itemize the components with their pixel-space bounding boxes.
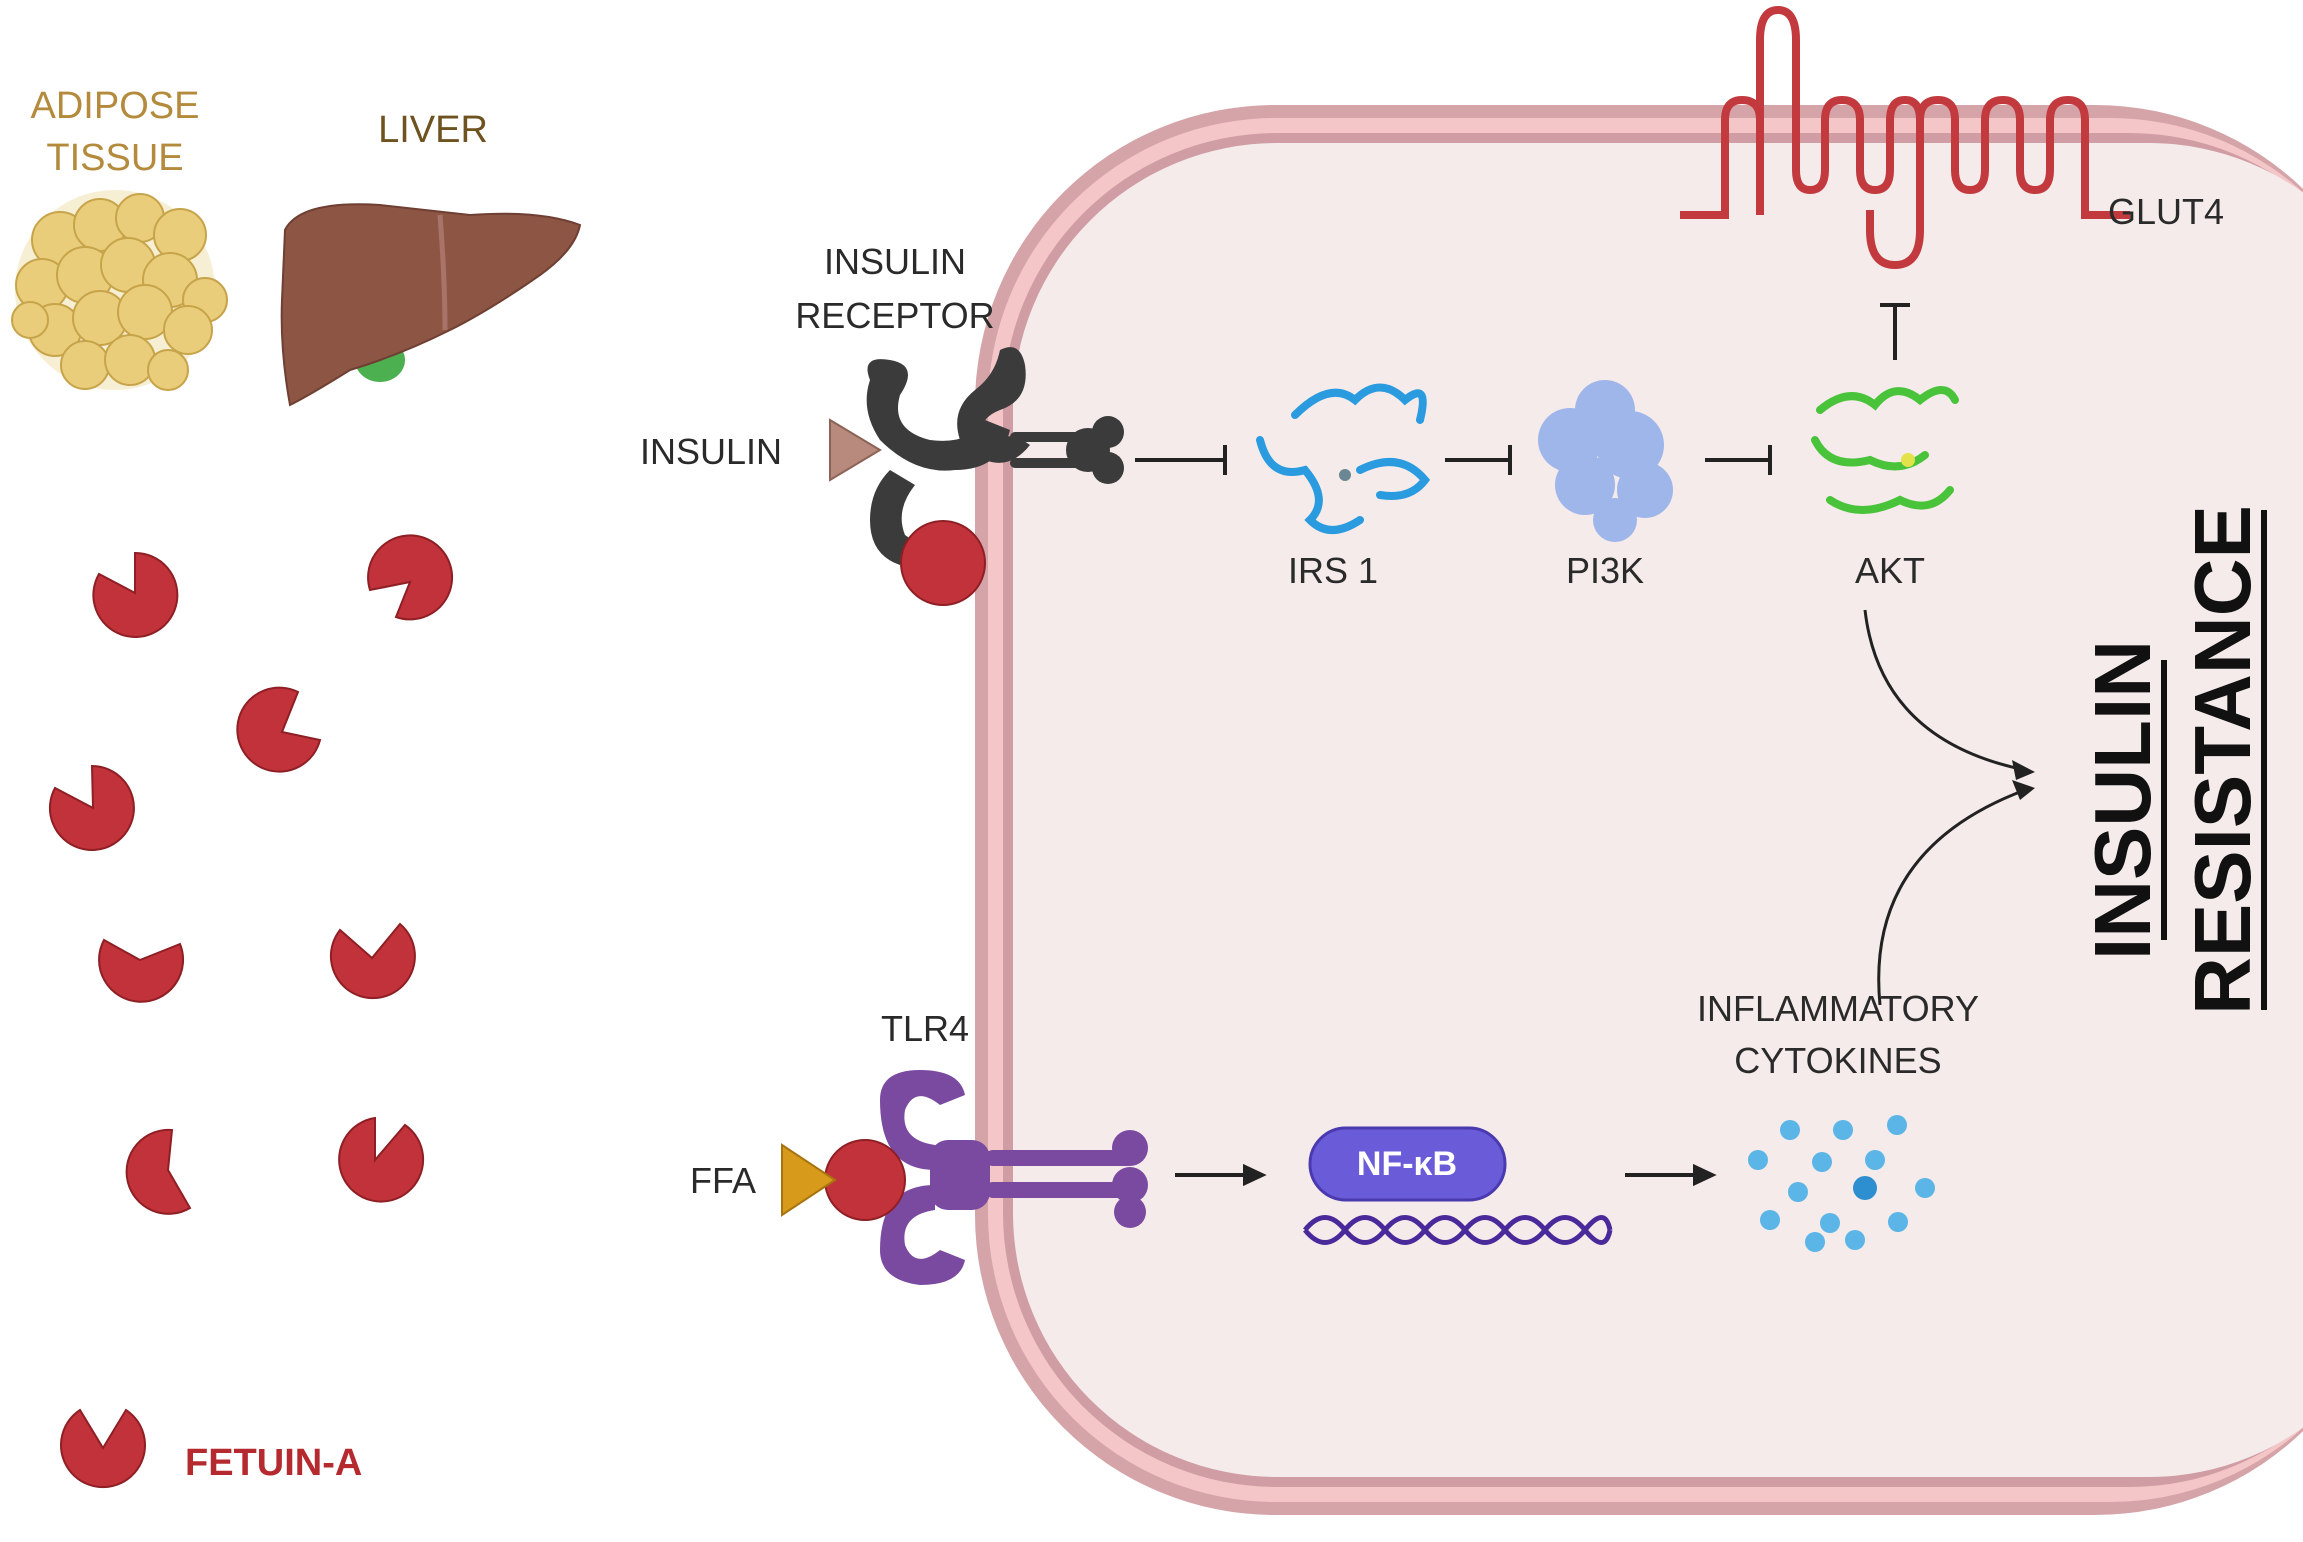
activation-arrows-bottom [1175, 1163, 1717, 1187]
fetuin-a-molecule [338, 1116, 425, 1203]
nfkb-box [1308, 1126, 1507, 1202]
fetuin-a-molecule [48, 764, 135, 851]
tlr4-label: TLR4 [881, 1008, 969, 1049]
arrowhead-2 [2012, 780, 2035, 800]
liver-icon [280, 203, 582, 407]
tlr4-receptor-icon [880, 1070, 1148, 1285]
inhibition-arrows-top [1135, 303, 1910, 475]
liver-label: LIVER [378, 109, 488, 151]
inflammatory-cytokines-label-line1: INFLAMMATORY [1697, 988, 1979, 1029]
adipose-tissue-icon [11, 190, 228, 391]
fetuin-a-molecule [125, 1128, 192, 1215]
ffa-label: FFA [690, 1160, 756, 1201]
fetuin-a-molecule [92, 551, 179, 638]
inflammatory-cytokines-label-line2: CYTOKINES [1734, 1040, 1941, 1081]
fetuin-a-molecule [236, 686, 322, 773]
insulin-resistance-title: INSULIN RESISTANCE [2078, 505, 2267, 1015]
fetuin-a-bound-receptor [900, 520, 986, 606]
converging-arrows [1863, 609, 2026, 1006]
insulin-resistance-line2: RESISTANCE [2178, 505, 2267, 1015]
insulin-label: INSULIN [640, 431, 782, 472]
nfkb-label: NF-κB [1357, 1145, 1457, 1183]
fetuin-a-molecule [367, 534, 454, 621]
glut4-transporter-icon [1680, 5, 2130, 270]
fetuin-a-legend-label: FETUIN-A [185, 1442, 362, 1484]
pi3k-protein-icon [1538, 380, 1673, 542]
glut4-label: GLUT4 [2108, 191, 2224, 232]
cytokine-particles-icon [1748, 1115, 1935, 1252]
adipose-tissue-label-line1: ADIPOSE [31, 85, 200, 127]
irs1-label: IRS 1 [1288, 550, 1378, 591]
pi3k-label: PI3K [1566, 550, 1644, 591]
insulin-receptor-label-line1: INSULIN [824, 241, 966, 282]
fetuin-a-molecule [98, 938, 185, 1003]
insulin-receptor-label-line2: RECEPTOR [795, 295, 994, 336]
akt-label: AKT [1855, 550, 1925, 591]
insulin-ligand-icon [829, 418, 882, 482]
akt-protein-icon [1811, 386, 1959, 514]
insulin-resistance-line1: INSULIN [2078, 640, 2167, 960]
fetuin-a-molecule [329, 922, 416, 1000]
fetuin-a-legend-icon [60, 1408, 146, 1489]
irs1-protein-icon [1256, 383, 1431, 534]
fetuin-a-bound-tlr4 [824, 1139, 906, 1221]
adipose-tissue-label-line2: TISSUE [46, 137, 183, 179]
arrowhead-1 [2012, 760, 2035, 780]
fetuin-a-molecules [48, 534, 454, 1215]
dna-helix-icon [1303, 1215, 1613, 1245]
ffa-ligand-icon [781, 1143, 837, 1217]
